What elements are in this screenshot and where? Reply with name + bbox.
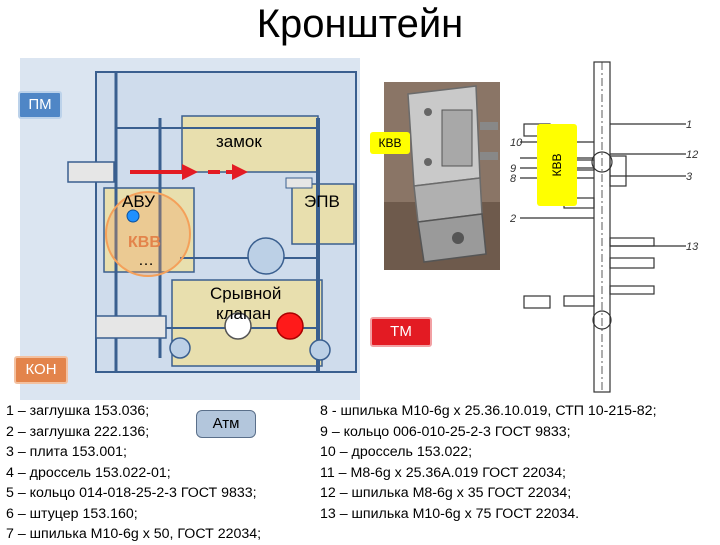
legend-item: 7 – шпилька М10-6g х 50, ГОСТ 22034; xyxy=(6,526,262,542)
legend-item: 9 – кольцо 006-010-25-2-3 ГОСТ 9833; xyxy=(320,423,571,440)
drawing-number: 13 xyxy=(686,241,699,253)
drawing-number: 8 xyxy=(510,173,517,185)
breakaway-valve-label-line1: Срывной xyxy=(210,284,282,303)
white-valve-indicator xyxy=(224,312,252,340)
ellipsis-label: … xyxy=(138,252,154,269)
tm-tag: ТМ xyxy=(370,317,432,347)
avu-label: АВУ xyxy=(122,192,155,211)
flow-arrow-head xyxy=(182,164,198,180)
kon-tag: КОН xyxy=(14,356,68,384)
drawing-number: 12 xyxy=(686,149,698,161)
legend-item: 4 – дроссель 153.022-01; xyxy=(6,464,171,481)
port-circle xyxy=(309,339,331,361)
kvv-drawing-tag: КВВ xyxy=(537,124,577,206)
technical-drawing-image: 1 10 9 8 2 12 3 13 xyxy=(509,61,699,393)
avu-block xyxy=(103,187,195,273)
atm-tag: Атм xyxy=(196,410,256,438)
pm-tag: ПМ xyxy=(18,91,62,119)
schematic-drawing xyxy=(67,71,357,373)
valve-photo xyxy=(384,82,500,270)
legend-item: 2 – заглушка 222.136; xyxy=(6,423,150,440)
kvv-photo-tag: КВВ xyxy=(370,132,410,154)
legend-item: 13 – шпилька М10-6g х 75 ГОСТ 22034. xyxy=(320,505,580,522)
bolt xyxy=(95,315,167,339)
flow-arrow-head xyxy=(232,164,248,180)
legend-item: 5 – кольцо 014-018-25-2-3 ГОСТ 9833; xyxy=(6,485,257,501)
technical-drawing: 1 10 9 8 2 12 3 13 xyxy=(509,58,706,396)
legend-item: 10 – дроссель 153.022; xyxy=(320,444,473,460)
avu-highlight-circle xyxy=(105,191,191,277)
legend-item: 1 – заглушка 153.036; xyxy=(6,403,150,419)
legend-item: 3 – плита 153.001; xyxy=(6,444,127,460)
drawing-number: 1 xyxy=(686,119,692,131)
epv-block xyxy=(291,183,355,245)
schematic-panel: замок АВУ ЭПВ КВВ … Срывной клапан xyxy=(20,58,360,400)
bolt xyxy=(67,161,115,183)
legend-item: 8 - шпилька М10-6g х 25.36.10.019, СТП 1… xyxy=(320,403,657,419)
drawing-number: 2 xyxy=(510,213,516,225)
kvv-drawing-label: КВВ xyxy=(550,153,564,177)
lock-label: замок xyxy=(216,132,262,151)
port-circle xyxy=(169,337,191,359)
legend-item: 6 – штуцер 153.160; xyxy=(6,505,138,522)
breakaway-valve-label-line2: клапан xyxy=(216,304,272,323)
drawing-number: 9 xyxy=(510,163,516,175)
legend-left: 1 – заглушка 153.036; 2 – заглушка 222.1… xyxy=(6,401,261,545)
epv-label: ЭПВ xyxy=(304,192,340,211)
lock-block xyxy=(181,115,319,173)
drawing-number: 3 xyxy=(686,171,693,183)
legend-item: 12 – шпилька М8-6g х 35 ГОСТ 22034; xyxy=(320,485,572,501)
bolt xyxy=(285,177,313,189)
blue-marker-dot xyxy=(126,209,140,223)
legend-item: 11 – М8-6g х 25.36А.019 ГОСТ 22034; xyxy=(320,464,566,481)
valve-photo-image xyxy=(384,82,500,270)
legend-right: 8 - шпилька М10-6g х 25.36.10.019, СТП 1… xyxy=(320,401,657,524)
port-circle xyxy=(247,237,285,275)
drawing-number: 10 xyxy=(510,137,523,149)
red-valve-indicator xyxy=(276,312,304,340)
kvv-circle-label: КВВ xyxy=(128,234,161,251)
page-title: Кронштейн xyxy=(256,2,464,46)
